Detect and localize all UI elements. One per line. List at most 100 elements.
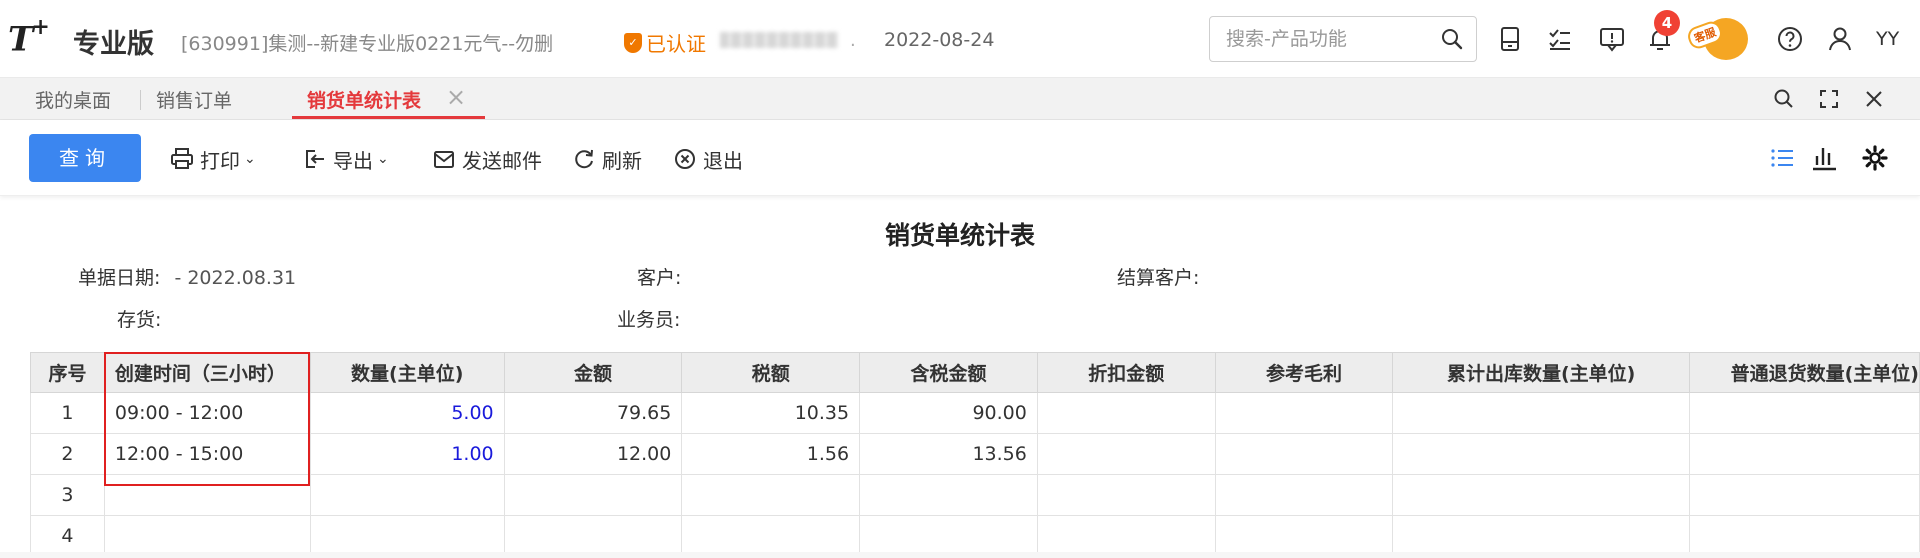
cell-return-qty <box>1689 474 1920 516</box>
cell-quantity <box>309 515 505 557</box>
verified-label: 已认证 <box>646 32 706 56</box>
cell-index: 3 <box>30 474 105 516</box>
refresh-icon <box>575 149 593 169</box>
cell-gross-profit <box>1214 474 1394 516</box>
separator-dot: . <box>850 30 856 51</box>
cell-amount: 79.65 <box>503 392 683 434</box>
col-header-discount[interactable]: 折扣金额 <box>1036 352 1216 393</box>
col-header-gross-profit[interactable]: 参考毛利 <box>1214 352 1394 393</box>
cell-outbound-qty <box>1392 392 1691 434</box>
message-board-icon[interactable] <box>1598 25 1626 53</box>
send-mail-button[interactable]: 发送邮件 <box>432 146 542 173</box>
cell-tax-inclusive: 13.56 <box>859 433 1038 475</box>
chevron-down-icon: ⌄ <box>244 151 256 167</box>
statistics-table-container[interactable]: 序号 创建时间（三小时） 数量(主单位) 金额 税额 含税金额 折扣金额 参考毛… <box>30 352 1920 558</box>
exit-button[interactable]: 退出 <box>673 146 743 173</box>
list-view-icon[interactable] <box>1768 144 1796 172</box>
table-row[interactable]: 4 <box>30 515 1920 557</box>
login-date: 2022-08-24 <box>884 29 995 51</box>
company-name[interactable]: [630991]集测--新建专业版0221元气--勿删 <box>181 33 554 55</box>
cell-quantity-link[interactable]: 5.00 <box>309 392 505 434</box>
tab-divider <box>140 90 141 110</box>
printer-icon <box>171 148 193 169</box>
user-icon[interactable] <box>1826 25 1854 53</box>
active-tab-indicator <box>292 116 485 119</box>
notification-count-badge: 4 <box>1654 10 1680 36</box>
cell-quantity <box>309 474 505 516</box>
col-header-return-qty[interactable]: 普通退货数量(主单位) <box>1689 352 1920 393</box>
cell-amount: 12.00 <box>503 433 683 475</box>
filter-settle-customer-label: 结算客户: <box>1117 267 1200 289</box>
filter-doc-date-label: 单据日期: <box>78 267 161 289</box>
cell-outbound-qty <box>1392 474 1691 516</box>
redacted-user-info <box>720 32 838 48</box>
col-header-tax-inclusive[interactable]: 含税金额 <box>859 352 1038 393</box>
export-icon <box>306 150 324 168</box>
verified-status[interactable]: ✓ 已认证 <box>624 28 706 57</box>
cell-tax <box>681 474 861 516</box>
cell-outbound-qty <box>1392 515 1691 557</box>
tab-bar: 我的桌面 销售订单 销货单统计表 × <box>0 78 1920 120</box>
cell-gross-profit <box>1214 392 1394 434</box>
calculator-icon[interactable] <box>1496 25 1524 53</box>
export-label: 导出 <box>333 148 373 173</box>
cell-tax-inclusive <box>859 515 1038 557</box>
col-header-tax[interactable]: 税额 <box>681 352 861 393</box>
table-row[interactable]: 1 09:00 - 12:00 5.00 79.65 10.35 90.00 <box>30 392 1920 434</box>
col-header-amount[interactable]: 金额 <box>503 352 683 393</box>
help-icon[interactable] <box>1776 25 1804 53</box>
cell-return-qty <box>1689 392 1920 434</box>
tab-close-icon[interactable]: × <box>446 83 467 111</box>
bottom-scroll-area <box>0 552 1920 558</box>
print-button[interactable]: 打印 ⌄ <box>170 146 256 173</box>
cell-quantity-link[interactable]: 1.00 <box>309 433 505 475</box>
filter-doc-date-value: - 2022.08.31 <box>174 267 297 289</box>
cell-outbound-qty <box>1392 433 1691 475</box>
chart-view-icon[interactable] <box>1810 144 1838 172</box>
query-button[interactable]: 查询 <box>29 134 141 182</box>
customer-service-mascot[interactable]: 客服 <box>1685 14 1764 64</box>
task-list-icon[interactable] <box>1546 25 1574 53</box>
col-header-create-time[interactable]: 创建时间（三小时） <box>103 352 311 393</box>
settings-gear-icon[interactable] <box>1861 144 1889 172</box>
cell-discount <box>1036 515 1216 557</box>
export-button[interactable]: 导出 ⌄ <box>303 146 389 173</box>
report-toolbar: 查询 打印 ⌄ 导出 ⌄ 发送邮件 刷新 退出 <box>0 120 1920 196</box>
tab-sales-statistics[interactable]: 销货单统计表 <box>307 90 422 112</box>
table-row[interactable]: 3 <box>30 474 1920 516</box>
filter-customer-label: 客户: <box>637 267 682 289</box>
cell-tax-inclusive: 90.00 <box>859 392 1038 434</box>
verified-shield-icon: ✓ <box>624 32 642 53</box>
cell-gross-profit <box>1214 433 1394 475</box>
cell-create-time: 09:00 - 12:00 <box>103 392 311 434</box>
search-input[interactable] <box>1226 27 1426 51</box>
table-row[interactable]: 2 12:00 - 15:00 1.00 12.00 1.56 13.56 <box>30 433 1920 475</box>
refresh-label: 刷新 <box>602 148 642 173</box>
col-header-outbound-qty[interactable]: 累计出库数量(主单位) <box>1392 352 1691 393</box>
tab-my-desktop[interactable]: 我的桌面 <box>35 90 112 112</box>
col-header-quantity[interactable]: 数量(主单位) <box>309 352 505 393</box>
cell-tax: 1.56 <box>681 433 861 475</box>
fullscreen-icon[interactable] <box>1817 87 1841 111</box>
refresh-button[interactable]: 刷新 <box>572 146 642 173</box>
filter-salesperson-label: 业务员: <box>617 309 681 331</box>
product-search[interactable] <box>1209 16 1477 62</box>
user-initials[interactable]: YY <box>1876 28 1900 50</box>
tplus-logo[interactable]: T+ <box>8 14 50 60</box>
cell-amount <box>503 515 683 557</box>
cell-tax: 10.35 <box>681 392 861 434</box>
print-label: 打印 <box>200 148 240 173</box>
tab-search-icon[interactable] <box>1772 87 1796 111</box>
filter-doc-date: 单据日期: - 2022.08.31 <box>78 263 296 290</box>
cell-amount <box>503 474 683 516</box>
tab-sales-order[interactable]: 销售订单 <box>156 90 233 112</box>
close-all-icon[interactable] <box>1862 87 1886 111</box>
search-icon[interactable] <box>1440 27 1464 51</box>
cell-discount <box>1036 392 1216 434</box>
app-header: T+ 专业版 [630991]集测--新建专业版0221元气--勿删 ✓ 已认证… <box>0 0 1920 78</box>
filter-inventory-label: 存货: <box>117 309 162 331</box>
chevron-down-icon: ⌄ <box>377 151 389 167</box>
col-header-index[interactable]: 序号 <box>30 352 105 393</box>
mail-icon <box>434 151 454 168</box>
cell-return-qty <box>1689 515 1920 557</box>
